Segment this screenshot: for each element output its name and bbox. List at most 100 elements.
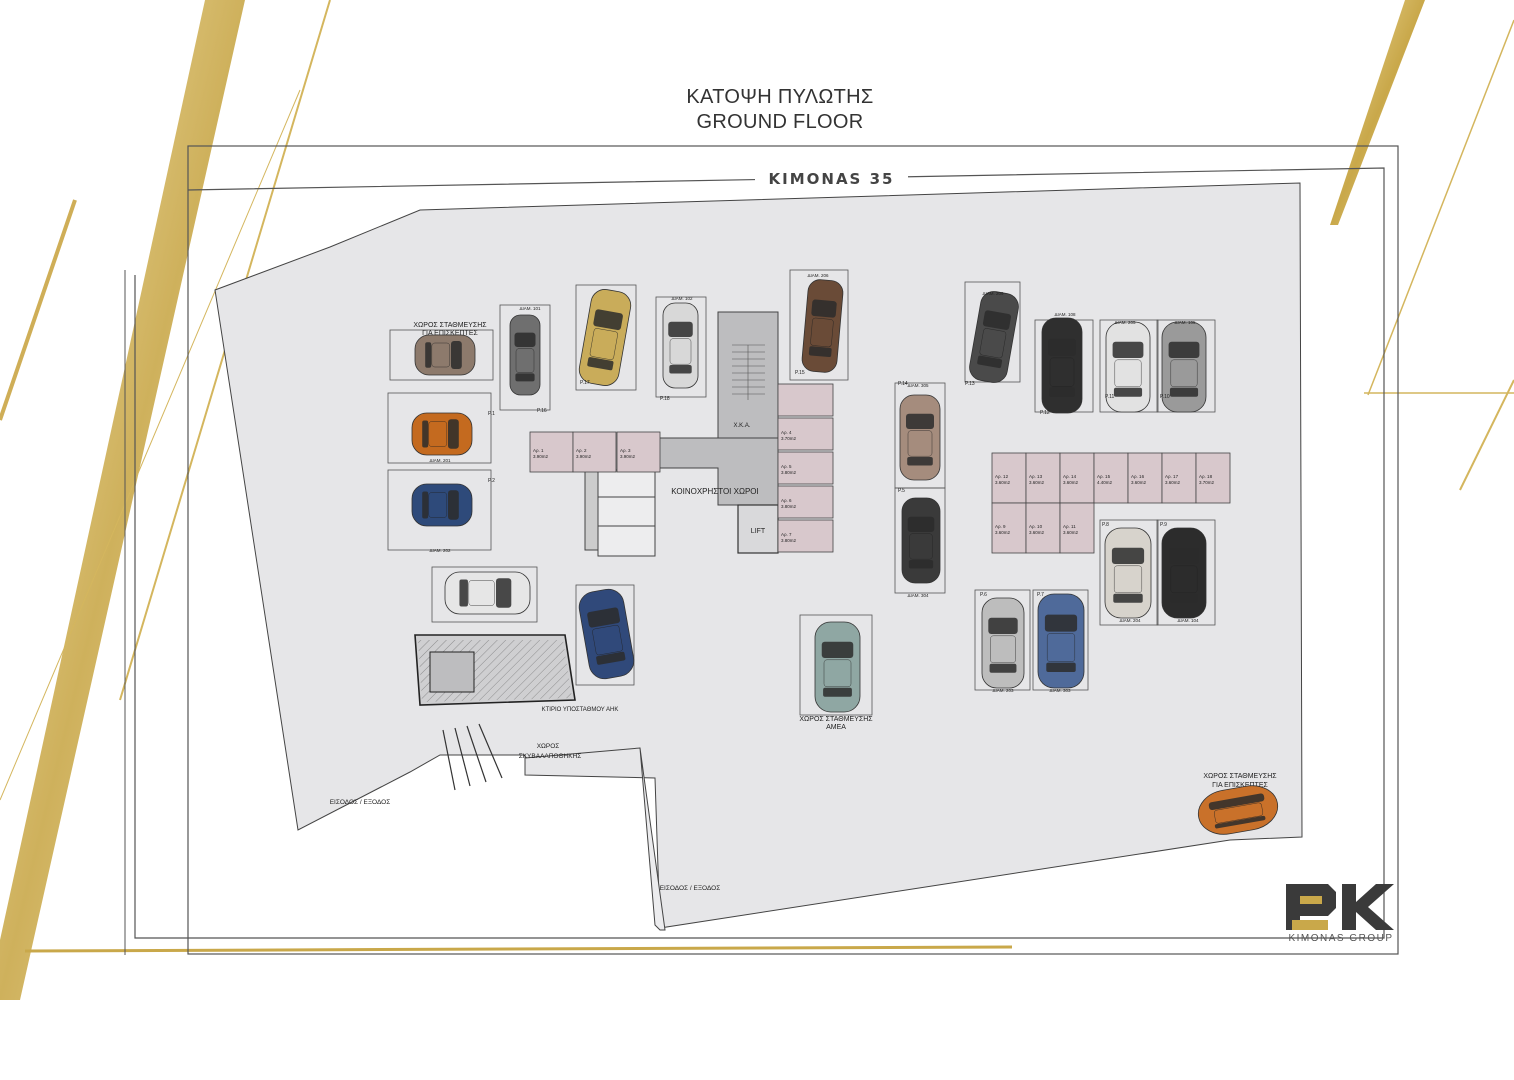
storage-unit-7: [777, 519, 834, 553]
car-1: [414, 334, 476, 376]
storage-unit-b2-area: 3.60m2: [1063, 530, 1079, 535]
storage-unit-5-id: Αρ. 5: [781, 464, 792, 469]
plan-title-english: GROUND FLOOR: [696, 111, 864, 133]
space-owner-12: ΔΙΑΜ. 105: [1174, 320, 1196, 325]
lift-label: LIFT: [751, 528, 766, 535]
storage-unit-r0: [991, 452, 1027, 504]
space-id-7: P.14: [898, 381, 908, 387]
storage-unit-4-id: Αρ. 4: [781, 430, 792, 435]
car-13: [1161, 321, 1207, 413]
storage-unit-r5-id: Αρ. 17: [1165, 474, 1179, 479]
storage-unit-b1-id: Αρ. 10: [1029, 524, 1043, 529]
space-id-6: P.15: [795, 370, 805, 376]
visitor-parking-label-2a: ΧΩΡΟΣ ΣΤΑΘΜΕΥΣΗΣ: [1203, 773, 1277, 780]
street-name-label: KIMONAS 35: [755, 170, 908, 188]
parking-bay-outlines: [387, 269, 1216, 716]
lift-shaft: [737, 504, 779, 554]
outer-frame: [187, 145, 1399, 955]
space-id-8: P.5: [898, 488, 905, 494]
storage-unit-r0-area: 3.60m2: [995, 480, 1011, 485]
space-owner-7: ΔΙΑΜ. 305: [907, 383, 929, 388]
space-id-2: P.2: [488, 478, 495, 484]
plan-title-greek: ΚΑΤΟΨΗ ΠΥΛΩΤΗΣ: [686, 86, 874, 108]
storage-unit-3: [616, 431, 661, 473]
storage-unit-b0-area: 3.60m2: [995, 530, 1011, 535]
car-11: [1041, 317, 1083, 414]
space-owner-2: ΔΙΑΜ. 202: [429, 548, 451, 553]
storage-unit-r3: [1093, 452, 1129, 504]
space-owner-13: ΔΙΑΜ. 204: [1119, 618, 1141, 623]
storage-unit-7-id: Αρ. 7: [781, 532, 792, 537]
gold-line-left-3: [0, 199, 77, 421]
brand-name: KIMONAS GROUP: [1288, 933, 1394, 944]
car-9: [901, 497, 941, 584]
storage-unit-r4-id: Αρ. 16: [1131, 474, 1145, 479]
space-owner-11: ΔΙΑΜ. 205: [1114, 320, 1136, 325]
space-id-16: P.7: [1037, 592, 1044, 598]
storage-unit-b0-id: Αρ. 9: [995, 524, 1006, 529]
space-owner-6: ΔΙΑΜ. 206: [807, 273, 829, 278]
storage-unit-1: [529, 431, 574, 473]
storage-unit-2-area: 3.90m2: [576, 454, 592, 459]
space-owner-16: ΔΙΑΜ. 303: [1049, 688, 1071, 693]
storage-unit-r5: [1161, 452, 1197, 504]
storage-unit-b2-id: Αρ. 11: [1063, 524, 1076, 529]
car-10: [969, 291, 1019, 383]
space-id-9: P.13: [965, 381, 975, 387]
entrance-label-1: ΕΙΣΟΔΟΣ / ΕΞΟΔΟΣ: [330, 799, 391, 806]
storage-unit-4-area: 3.70m2: [781, 436, 797, 441]
storage-unit-r6-area: 3.70m2: [1199, 480, 1215, 485]
space-id-1: P.1: [488, 411, 495, 417]
storage-unit-b0: [991, 502, 1027, 554]
storage-unit-top: [777, 383, 834, 417]
storage-unit-r3-id: Αρ. 15: [1097, 474, 1111, 479]
logo-mark-gold: [1292, 920, 1328, 930]
car-8: [899, 394, 941, 481]
storage-unit-b2: [1059, 502, 1095, 554]
car-6: [662, 302, 699, 389]
car-3: [411, 483, 473, 527]
kimonas-group-logo: [1286, 884, 1394, 930]
waste-label-2: ΣΚΥΒΑΛΑΠΟΘΗΚΗΣ: [519, 753, 582, 760]
entrance-stripes: [442, 723, 503, 791]
service-rooms: [597, 469, 656, 557]
logo-mark-k: [1342, 884, 1394, 930]
space-id-10: P.12: [1040, 410, 1050, 416]
storage-unit-r2-area: 3.60m2: [1063, 480, 1079, 485]
storage-unit-r6-id: Αρ. 18: [1199, 474, 1213, 479]
street-frame: [134, 167, 1385, 939]
car-14: [1104, 527, 1152, 619]
storage-unit-6: [777, 485, 834, 519]
storage-unit-3-id: Αρ. 3: [620, 448, 631, 453]
storage-unit-r5-area: 3.60m2: [1165, 480, 1181, 485]
common-areas-label: ΚΟΙΝΟΧΡΗΣΤΟΙ ΧΩΡΟΙ: [671, 487, 758, 496]
disabled-parking-label-a: ΧΩΡΟΣ ΣΤΑΘΜΕΥΣΗΣ: [799, 716, 873, 723]
storage-unit-r1-id: Αρ. 13: [1029, 474, 1043, 479]
storage-unit-5: [777, 451, 834, 485]
gold-line-right-1: [1367, 19, 1514, 396]
substation-label: ΚΤΙΡΙΟ ΥΠΟΣΤΑΘΜΟΥ ΑΗΚ: [542, 707, 619, 713]
car-18: [814, 621, 861, 713]
space-owner-5: ΔΙΑΜ. 102: [671, 296, 693, 301]
ramp-area: [524, 747, 666, 931]
stair-treads: [732, 344, 765, 400]
space-owner-9: ΔΙΑΜ. 209: [982, 291, 1004, 296]
car-20: [578, 588, 635, 680]
storage-unit-6-id: Αρ. 6: [781, 498, 792, 503]
visitor-parking-label-1a: ΧΩΡΟΣ ΣΤΑΘΜΕΥΣΗΣ: [413, 322, 487, 329]
disabled-parking-label-b: ΑΜΕΑ: [826, 724, 846, 731]
gold-band-left: [0, 0, 245, 1000]
space-id-11: P.11: [1105, 394, 1114, 400]
space-owner-15: ΔΙΑΜ. 203: [992, 688, 1014, 693]
storage-unit-r6: [1195, 452, 1231, 504]
storage-unit-r4-area: 3.60m2: [1131, 480, 1147, 485]
storage-unit-r3-area: 4.40m2: [1097, 480, 1113, 485]
storage-unit-6-area: 3.80m2: [781, 504, 797, 509]
wall-segment-1: [584, 469, 599, 551]
gold-line-right-3: [1459, 379, 1514, 491]
storage-unit-2: [572, 431, 617, 473]
